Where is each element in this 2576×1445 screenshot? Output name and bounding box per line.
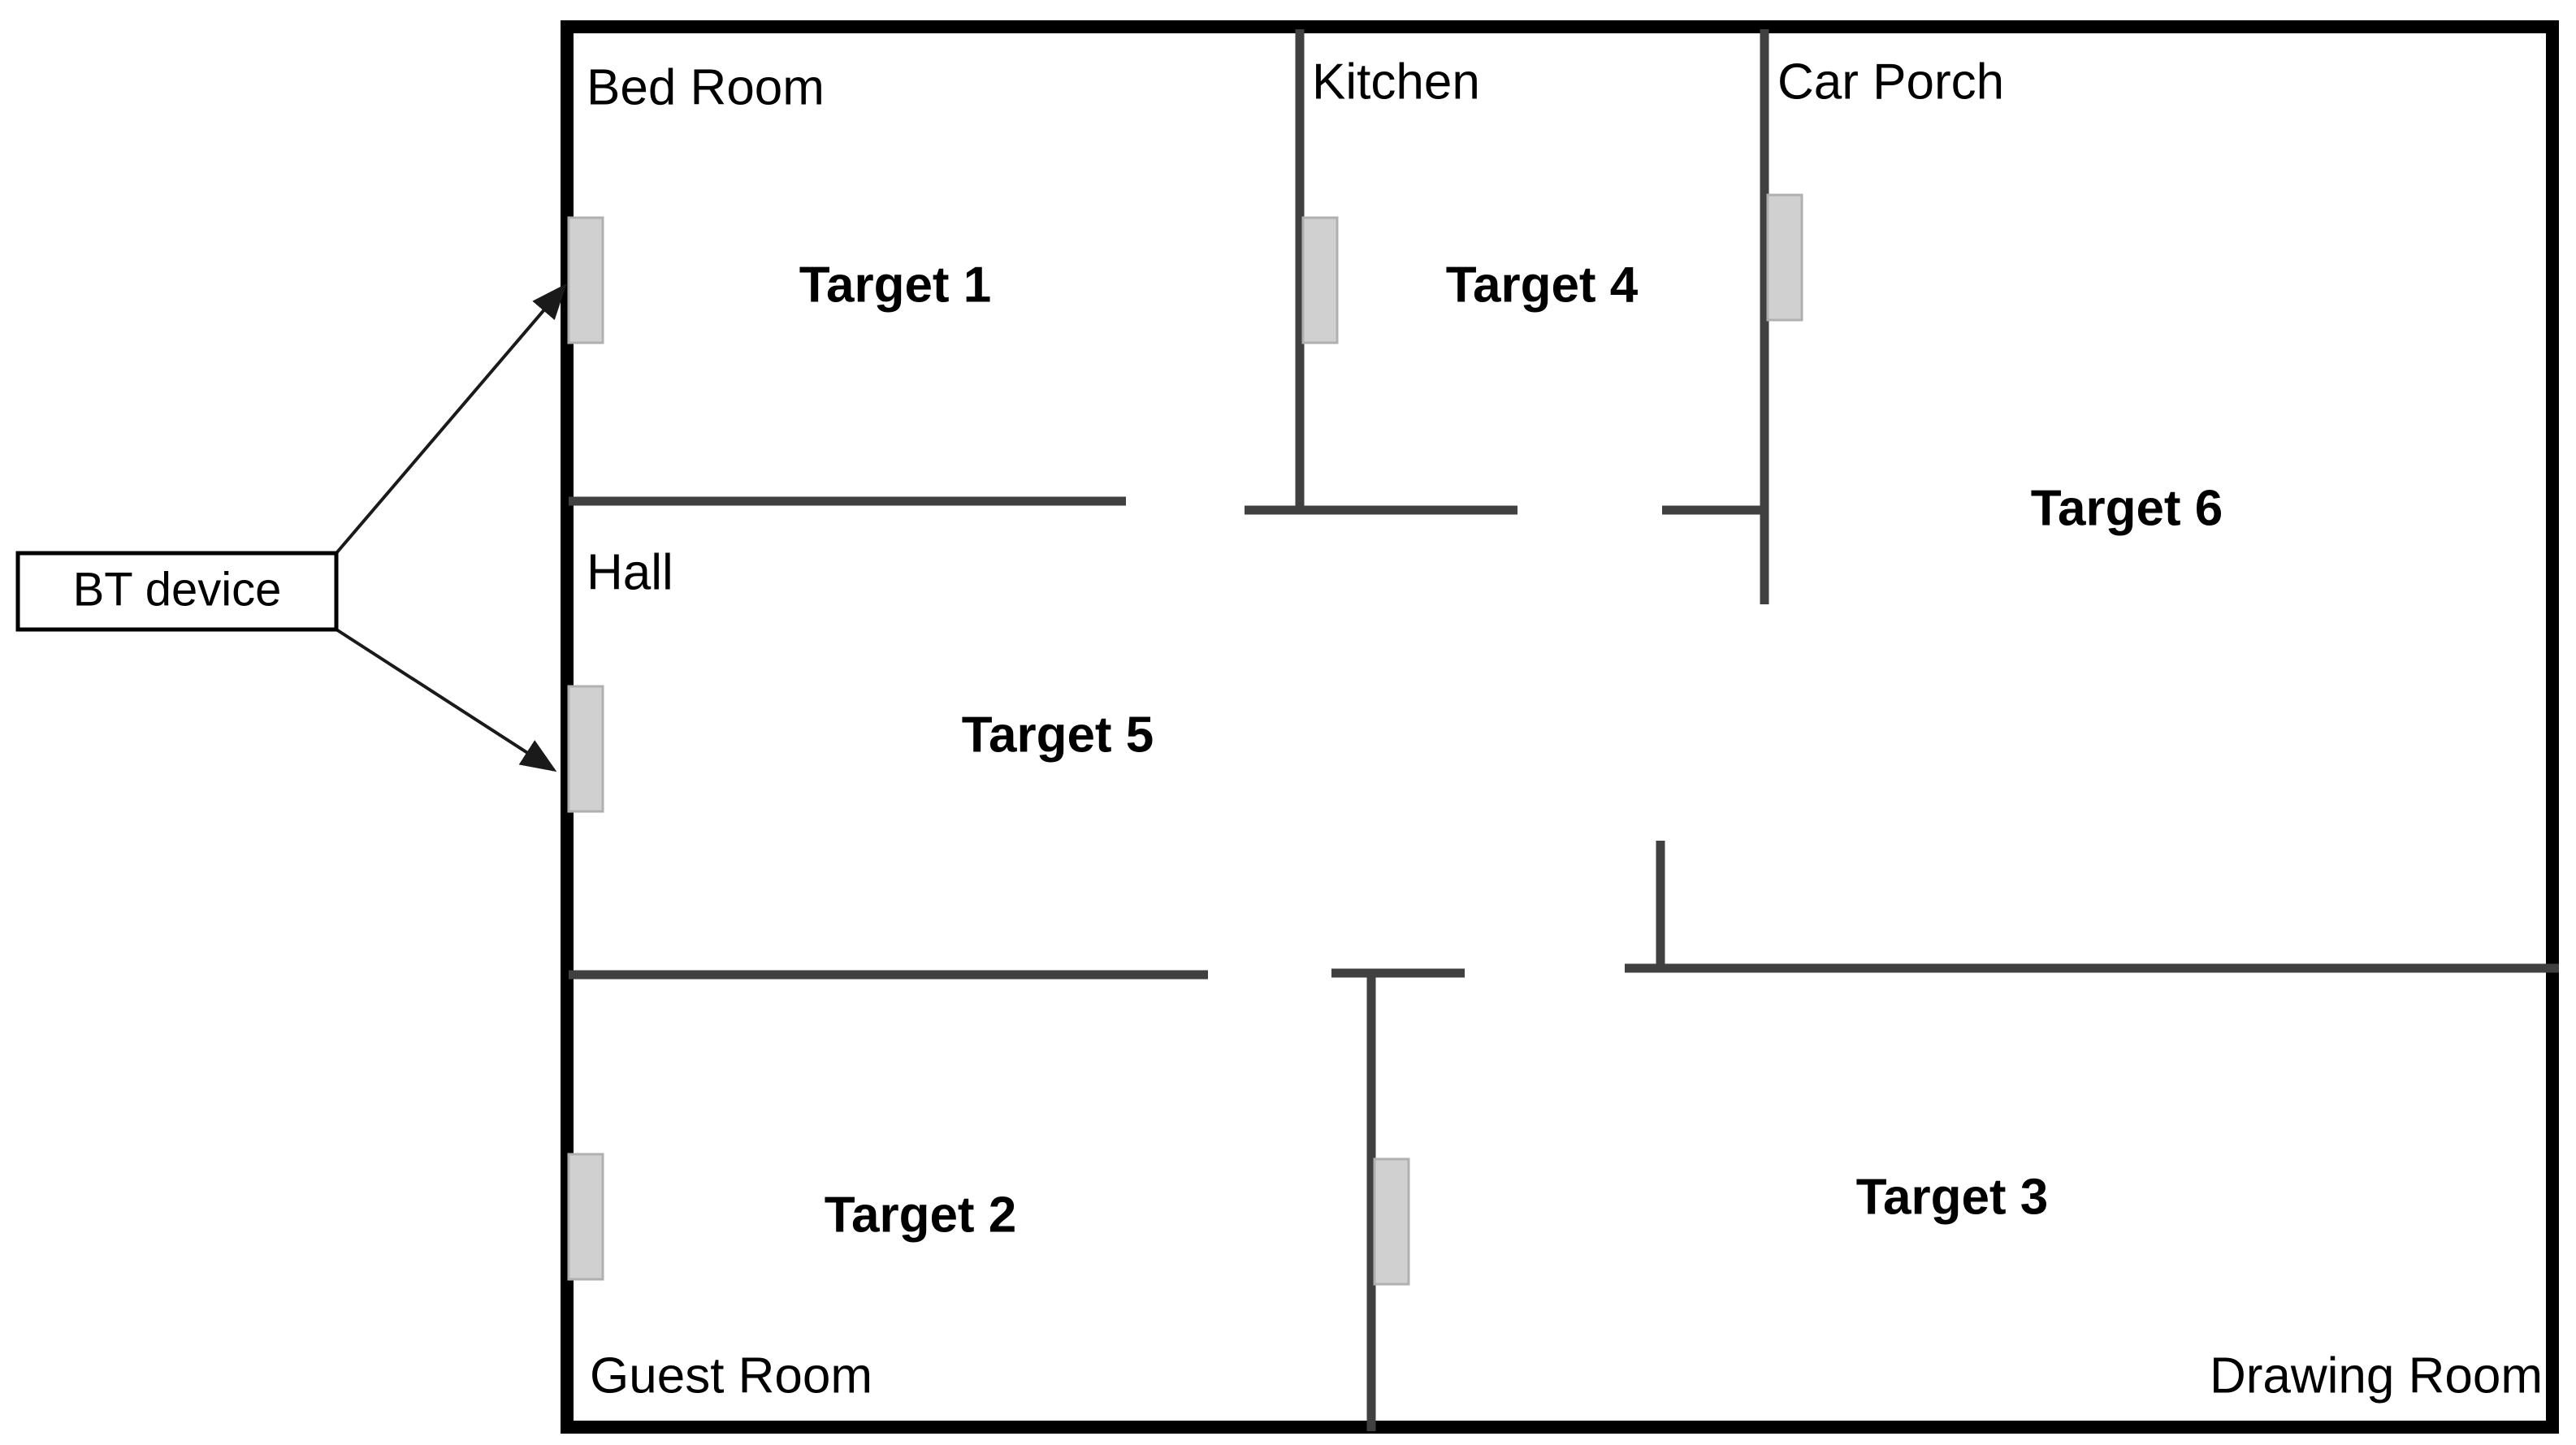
door-kitchen — [1301, 216, 1339, 344]
room-label-drawing-room: Drawing Room — [2210, 1348, 2543, 1404]
bt-device-label: BT device — [73, 563, 282, 616]
target-label-target-1: Target 1 — [799, 257, 992, 313]
target-label-target-6: Target 6 — [2031, 480, 2223, 536]
outer-walls — [561, 20, 2559, 1434]
target-label-target-3: Target 3 — [1856, 1169, 2049, 1225]
target-label-target-5: Target 5 — [962, 707, 1154, 763]
room-label-guest-room: Guest Room — [590, 1348, 872, 1404]
doors — [567, 193, 1803, 1286]
room-label-car-porch: Car Porch — [1777, 54, 2004, 110]
door-bed-room — [567, 216, 604, 344]
inner-walls — [569, 29, 2559, 1431]
door-guest-left — [567, 1153, 604, 1281]
outer-wall — [561, 20, 2559, 1434]
door-hall — [567, 685, 604, 813]
target-label-target-2: Target 2 — [825, 1187, 1017, 1243]
arrow-to-hall-door — [335, 628, 557, 772]
door-car-porch — [1766, 193, 1803, 322]
room-label-hall: Hall — [587, 544, 673, 600]
room-label-kitchen: Kitchen — [1312, 54, 1480, 110]
door-guest-right — [1373, 1157, 1410, 1286]
bt-device-arrows — [335, 283, 567, 772]
room-label-bed-room: Bed Room — [587, 59, 825, 115]
target-label-target-4: Target 4 — [1446, 257, 1639, 313]
target-labels: Target 1 Target 4 Target 6 Target 5 Target 2… — [799, 257, 2223, 1243]
bt-device-callout: BT device — [15, 283, 567, 772]
bt-device-box — [15, 551, 339, 632]
arrow-to-bedroom-door — [335, 283, 567, 555]
